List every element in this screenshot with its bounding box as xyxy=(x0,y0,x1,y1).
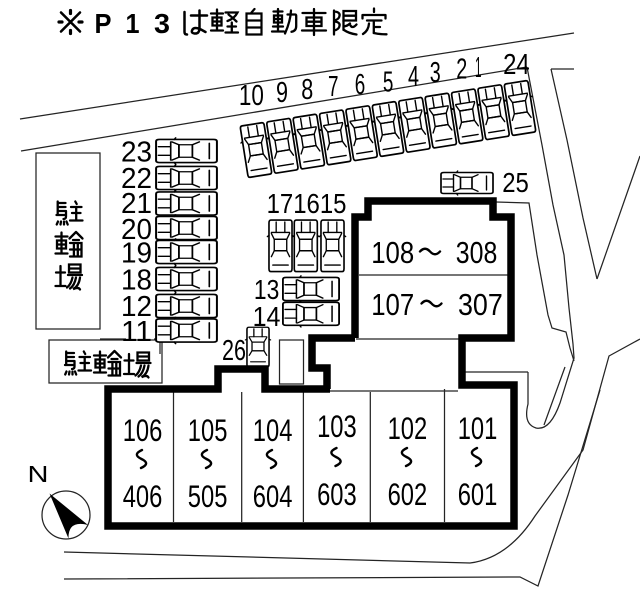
svg-text:601: 601 xyxy=(458,476,498,512)
svg-text:103: 103 xyxy=(317,408,357,444)
svg-text:106: 106 xyxy=(123,412,163,448)
svg-text:22: 22 xyxy=(121,163,152,195)
svg-text:26: 26 xyxy=(222,335,246,367)
svg-text:20: 20 xyxy=(121,214,152,246)
svg-text:505: 505 xyxy=(188,478,228,514)
svg-text:6: 6 xyxy=(355,69,366,101)
svg-text:108: 108 xyxy=(371,236,414,270)
svg-text:105: 105 xyxy=(188,412,228,448)
svg-text:24: 24 xyxy=(503,49,530,81)
svg-text:12: 12 xyxy=(121,291,152,323)
svg-text:101: 101 xyxy=(458,410,498,446)
svg-text:1: 1 xyxy=(475,52,482,84)
svg-text:603: 603 xyxy=(317,476,357,512)
svg-text:9: 9 xyxy=(276,77,288,109)
svg-text:N: N xyxy=(28,461,49,487)
svg-text:5: 5 xyxy=(383,67,394,99)
svg-text:2: 2 xyxy=(456,54,467,86)
svg-text:13: 13 xyxy=(254,274,279,305)
svg-text:1: 1 xyxy=(126,8,140,39)
svg-text:7: 7 xyxy=(328,71,339,103)
svg-text:18: 18 xyxy=(121,265,152,297)
svg-text:3: 3 xyxy=(154,8,170,39)
svg-text:10: 10 xyxy=(239,80,264,112)
svg-text:307: 307 xyxy=(458,288,503,322)
svg-text:8: 8 xyxy=(301,74,313,106)
svg-text:107: 107 xyxy=(371,288,414,322)
svg-text:19: 19 xyxy=(121,238,152,270)
svg-text:23: 23 xyxy=(121,137,152,169)
svg-text:14: 14 xyxy=(253,301,281,332)
svg-text:25: 25 xyxy=(502,167,529,198)
svg-text:104: 104 xyxy=(253,412,293,448)
svg-text:171615: 171615 xyxy=(267,188,347,219)
svg-text:406: 406 xyxy=(123,478,163,514)
svg-text:308: 308 xyxy=(456,236,498,270)
svg-text:11: 11 xyxy=(121,316,152,348)
svg-text:604: 604 xyxy=(253,478,293,514)
svg-text:21: 21 xyxy=(121,188,152,220)
svg-text:4: 4 xyxy=(408,61,419,93)
svg-text:602: 602 xyxy=(388,476,428,512)
svg-text:P: P xyxy=(95,8,112,39)
svg-text:102: 102 xyxy=(388,410,428,446)
svg-text:3: 3 xyxy=(430,57,441,89)
